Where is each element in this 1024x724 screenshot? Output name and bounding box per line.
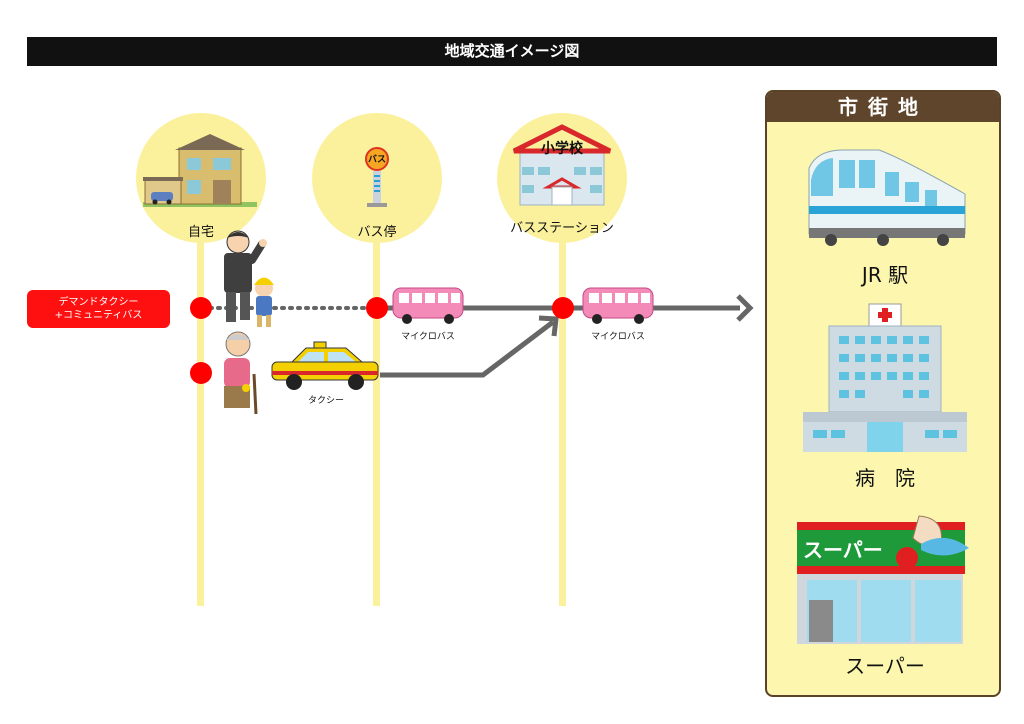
taxi-label: タクシー (307, 396, 345, 406)
route-arrowhead (736, 294, 754, 322)
legend-line-1: デマンドタクシー (58, 297, 139, 308)
microbus-icon-2 (582, 287, 654, 324)
taxi-route-arrowhead (538, 315, 559, 337)
home-label: 自宅 (187, 225, 215, 240)
school-sign: 小学校 (541, 141, 583, 157)
pedestrians-icon (224, 230, 274, 327)
microbus-label-1: マイクロバス (401, 332, 455, 342)
home-vertical-line (197, 170, 204, 606)
demand-taxi-legend: デマンドタクシー +コミュニティバス (27, 290, 170, 328)
destination-label-supermarket: スーパー (845, 654, 925, 678)
legend-line-2: +コミュニティバス (54, 310, 143, 321)
destination-label-station: JR 駅 (861, 263, 909, 287)
elderly-person-icon (224, 331, 258, 415)
bus-stop-icon (365, 147, 389, 207)
city-header: 市街地 (767, 92, 999, 122)
destination-label-hospital: 病 院 (855, 466, 915, 490)
home-stop-dot (190, 297, 212, 319)
microbus-label-2: マイクロバス (591, 332, 645, 342)
bus-stop-sign: バス (367, 155, 386, 165)
bus-station-label: バスステーション (510, 221, 614, 236)
microbus-icon-1 (392, 287, 464, 324)
bus-stop-label: バス停 (357, 225, 397, 240)
bus-stop-vertical-line (373, 170, 380, 606)
bus-station-vertical-line (559, 170, 566, 606)
city-center-panel: 市街地 JR 駅 病 院 (765, 90, 1001, 697)
supermarket-icon (797, 515, 969, 644)
home-taxi-dot (190, 362, 212, 384)
bus-stop-dot (366, 297, 388, 319)
bus-station-dot (552, 297, 574, 319)
house-icon (143, 134, 257, 207)
train-icon (808, 149, 966, 246)
taxi-route-line (380, 320, 555, 378)
page-title: 地域交通イメージ図 (27, 37, 997, 66)
school-icon (512, 124, 612, 206)
hospital-icon (803, 303, 967, 452)
taxi-icon (271, 341, 379, 390)
supermarket-sign: スーパー (803, 538, 883, 562)
